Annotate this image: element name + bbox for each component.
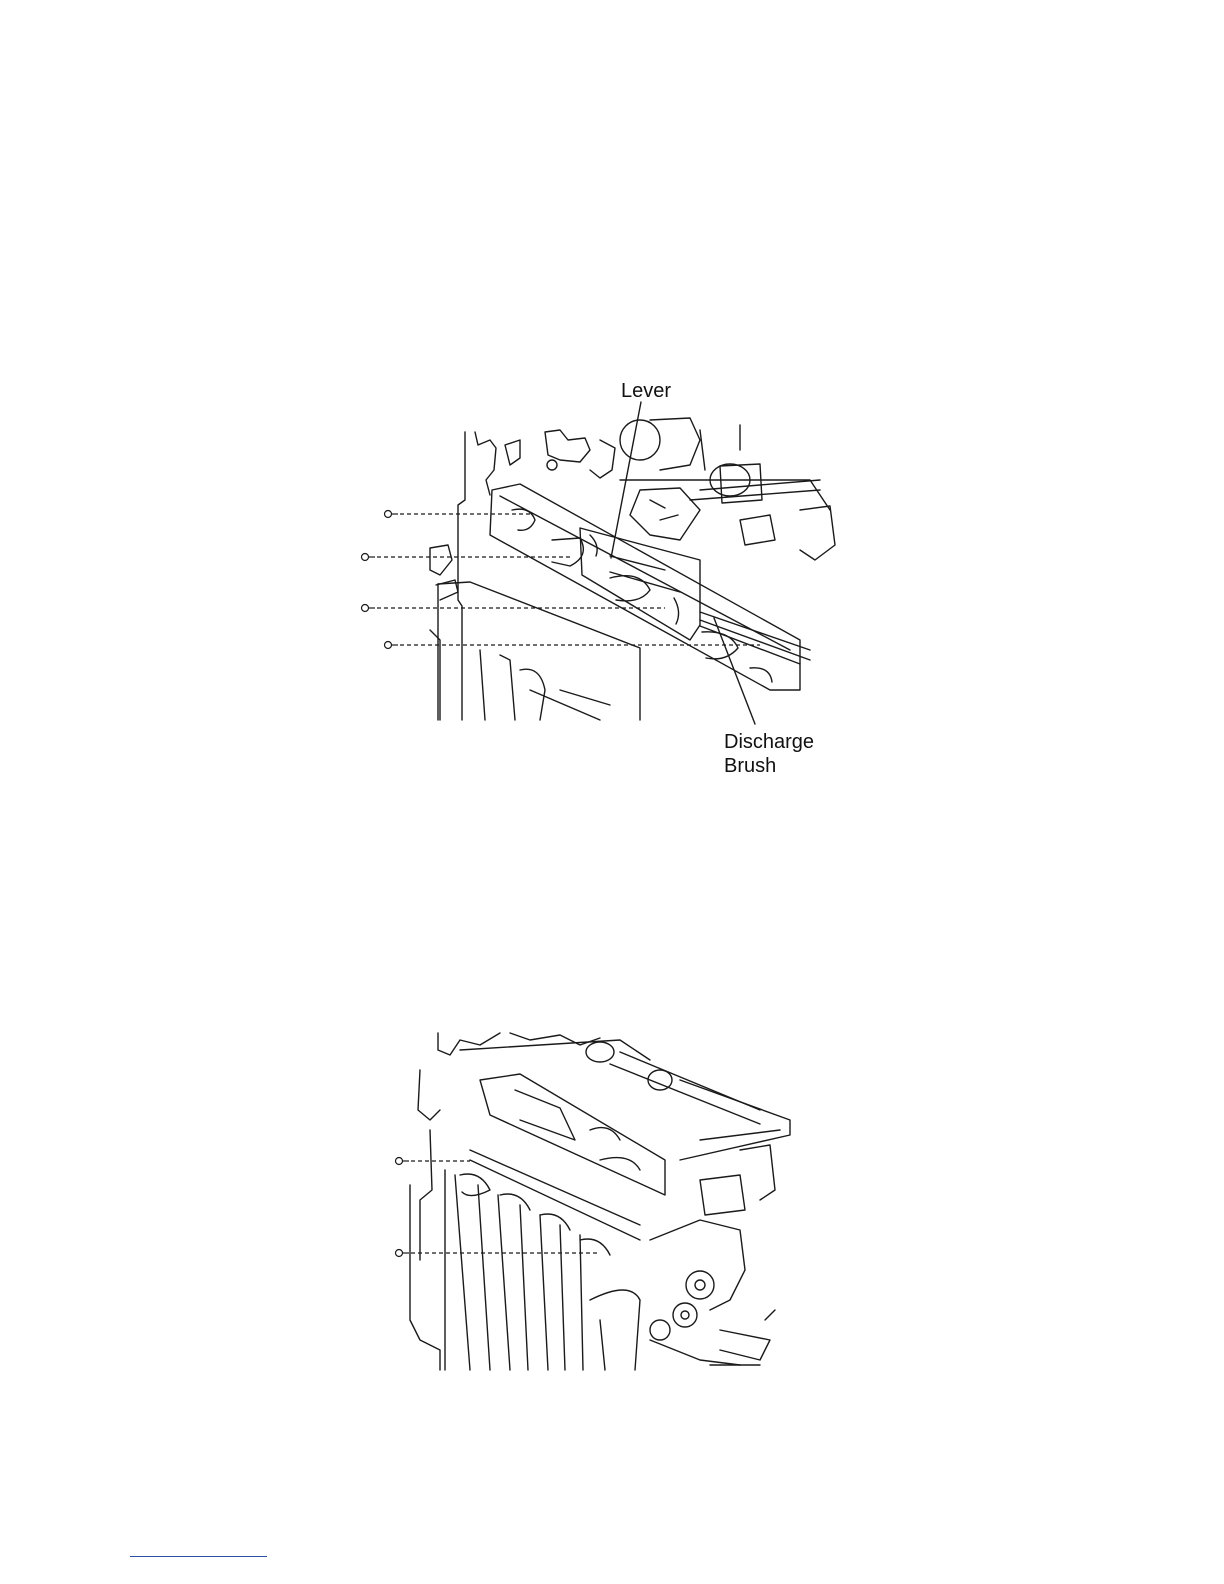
discharge-brush-label-line2: Brush [724, 754, 776, 778]
screw-icon [362, 605, 666, 612]
screw-icon [396, 1158, 471, 1165]
screw-icon [362, 554, 571, 561]
left-frame-part [430, 432, 520, 720]
discharge-brush-leader-line [714, 618, 755, 724]
screw-icon [385, 511, 531, 518]
discharge-brush-bar [700, 612, 810, 664]
lever-label: Lever [621, 379, 671, 403]
lever-plate [580, 528, 700, 640]
assembly-view-2 [410, 1033, 790, 1370]
lever-bracket [490, 484, 800, 690]
screw-icon [385, 642, 761, 649]
footnote-separator [130, 1556, 267, 1557]
screw-icon [396, 1250, 601, 1257]
upper-roller-assembly [545, 418, 835, 560]
discharge-brush-label-line1: Discharge [724, 730, 814, 754]
